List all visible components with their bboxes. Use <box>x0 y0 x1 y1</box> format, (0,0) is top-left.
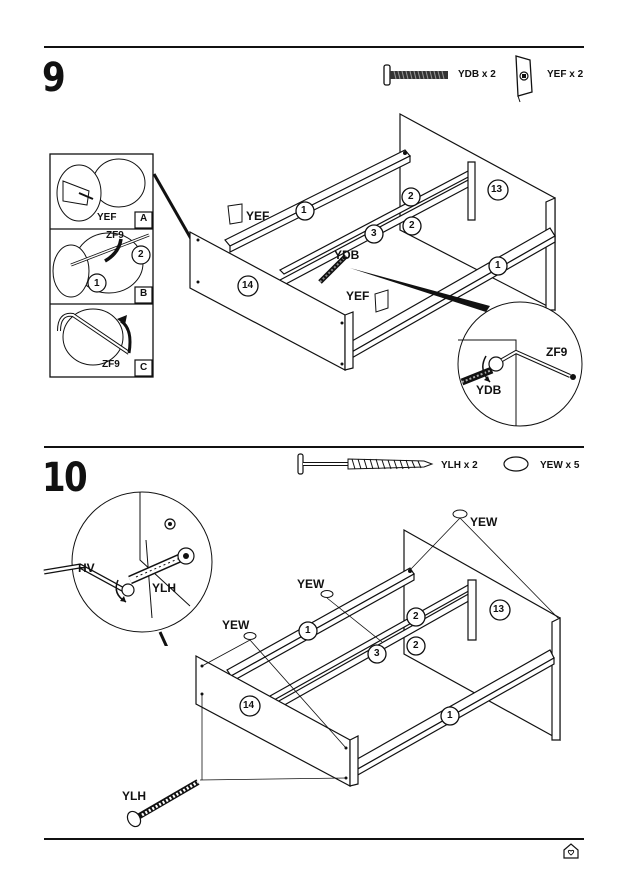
step10-yew-callout-a: YEW <box>470 515 498 529</box>
detail-c-tool-label: ZF9 <box>102 359 120 370</box>
step9-detail-panels <box>49 153 154 378</box>
step10-bed-frame-drawing <box>126 509 561 828</box>
step10-ylh-count: YLH x 2 <box>441 460 478 471</box>
step10-part-2a: 2 <box>413 611 419 622</box>
detail-a-letter: A <box>140 213 148 224</box>
step10-yew-callout-c: YEW <box>222 618 250 632</box>
step9-zoom-bolt-label: YDB <box>476 383 502 397</box>
step10-zoom-circle <box>43 491 213 646</box>
step9-zoom-tool-label: ZF9 <box>546 345 568 359</box>
step9-number: 9 <box>42 55 66 101</box>
step9-ydb-callout: YDB <box>334 248 360 262</box>
step9-top-rule <box>44 46 584 48</box>
step10-part-2b: 2 <box>413 640 419 651</box>
step9-yef-callout-mid: YEF <box>346 289 370 303</box>
step9-part-2a: 2 <box>408 191 414 202</box>
step9-zoom-circle <box>457 301 583 427</box>
step9-part-2b: 2 <box>409 220 415 231</box>
step10-part-1b: 1 <box>447 710 453 721</box>
step10-part-3: 3 <box>374 648 380 659</box>
step10-yew-callout-b: YEW <box>297 577 325 591</box>
step9-ydb-count: YDB x 2 <box>458 69 496 80</box>
step10-yew-count: YEW x 5 <box>540 460 580 471</box>
step10-zoom-tool-label: HV <box>78 561 95 575</box>
step10-part-14: 14 <box>243 700 255 711</box>
detail-b-letter: B <box>140 288 148 299</box>
footer-rule <box>44 838 584 840</box>
step9-yef-callout-top: YEF <box>246 209 270 223</box>
step10-number: 10 <box>42 455 88 501</box>
step10-hardware-ylh-screw <box>297 453 434 475</box>
home-heart-icon <box>563 843 579 859</box>
step10-zoom-screw-label: YLH <box>152 581 176 595</box>
step9-part-3: 3 <box>371 228 377 239</box>
step9-hardware-ydb-bolt <box>383 64 448 86</box>
step9-part-1a: 1 <box>301 205 307 216</box>
detail-c-letter: C <box>140 362 148 373</box>
step9-part-14: 14 <box>242 280 254 291</box>
step10-ylh-callout: YLH <box>122 789 146 803</box>
step9-yef-count: YEF x 2 <box>547 69 584 80</box>
step10-part-13: 13 <box>493 604 505 615</box>
detail-b-part-2: 2 <box>138 249 144 260</box>
step9-part-1b: 1 <box>495 260 501 271</box>
detail-b-tool-label: ZF9 <box>106 230 124 241</box>
step10-top-rule <box>44 446 584 448</box>
detail-b-part-1: 1 <box>94 278 100 289</box>
step10-part-1a: 1 <box>305 625 311 636</box>
step9-part-13: 13 <box>491 184 503 195</box>
detail-a-yef-label: YEF <box>97 212 117 223</box>
step10-hardware-yew-cap <box>503 456 529 472</box>
step9-hardware-yef-cam <box>515 55 533 103</box>
